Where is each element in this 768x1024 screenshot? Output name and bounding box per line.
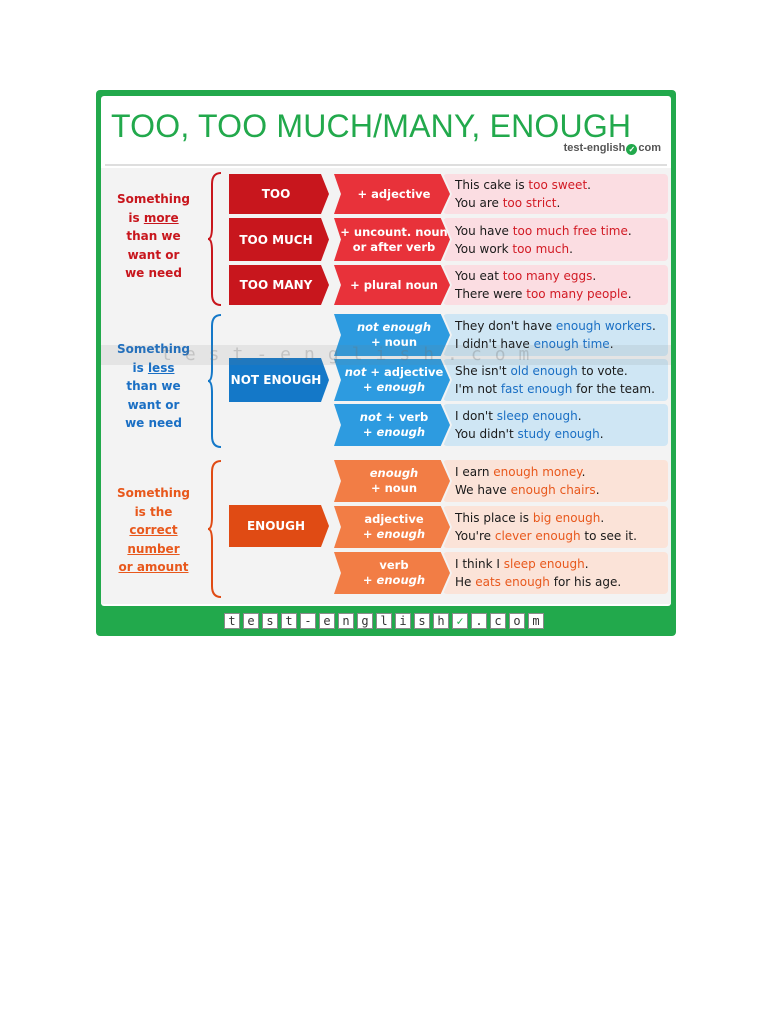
enough-description: Something is the correct number or amoun…: [101, 484, 206, 577]
footer-letter: s: [262, 613, 278, 629]
footer-letter: n: [338, 613, 354, 629]
brace-icon: [207, 314, 222, 448]
highlight: big enough: [532, 511, 601, 525]
pattern-verb-enough: verb + enough: [334, 552, 450, 594]
desc-line: is more: [128, 210, 179, 225]
footer-letter: t: [281, 613, 297, 629]
highlight: old enough: [510, 364, 578, 378]
footer-letter: m: [528, 613, 544, 629]
brand-label-left: test-english: [563, 142, 626, 154]
highlight: enough workers: [555, 319, 653, 333]
keyword-amount: or amount: [118, 560, 189, 574]
desc-line: Something: [116, 342, 191, 356]
highlight: fast enough: [500, 382, 573, 396]
example-box: I think I sleep enough. He eats enough f…: [443, 552, 668, 594]
brand-label-right: com: [638, 142, 661, 154]
check-icon: ✓: [452, 613, 468, 629]
highlight: sleep enough: [503, 557, 585, 571]
not-enough-description: Something is less than we want or we nee…: [101, 340, 206, 433]
footer-letter: o: [509, 613, 525, 629]
pattern-adjective-enough: adjective + enough: [334, 506, 450, 548]
highlight: too sweet: [528, 178, 588, 192]
highlight: eats enough: [475, 575, 550, 589]
desc-line: than we: [126, 229, 181, 243]
category-too-much: TOO MUCH: [229, 218, 329, 261]
category-too: TOO: [229, 174, 329, 214]
desc-line: is less: [132, 360, 175, 375]
footer-letter: s: [414, 613, 430, 629]
footer-letter: l: [376, 613, 392, 629]
brand-label: test-english✓com: [564, 142, 661, 155]
footer-letter: e: [243, 613, 259, 629]
category-too-many: TOO MANY: [229, 265, 329, 305]
keyword-less: less: [147, 360, 175, 375]
enough-section: Something is the correct number or amoun…: [101, 456, 671, 600]
desc-line: want or: [127, 397, 180, 412]
example-box: You have too much free time. You work to…: [443, 218, 668, 261]
too-description: Something is more than we want or we nee…: [101, 190, 206, 283]
pattern-not-adjective-enough: not + adjective + enough: [334, 359, 450, 401]
example-box: You eat too many eggs. There were too ma…: [443, 265, 668, 305]
highlight: too much: [512, 241, 570, 256]
example-box: She isn't old enough to vote. I'm not fa…: [443, 359, 668, 401]
brace-icon: [207, 172, 222, 306]
infographic-panel: TOO, TOO MUCH/MANY, ENOUGH test-english✓…: [101, 96, 671, 606]
check-icon: ✓: [626, 144, 638, 155]
infographic-card: TOO, TOO MUCH/MANY, ENOUGH test-english✓…: [96, 90, 676, 636]
desc-line: want or: [127, 247, 180, 262]
highlight: enough money: [493, 465, 582, 479]
keyword-number: number: [127, 541, 180, 556]
pattern-enough-noun: enough + noun: [334, 460, 450, 502]
desc-line: than we: [126, 379, 181, 393]
footer-letter: g: [357, 613, 373, 629]
desc-line: Something: [116, 192, 191, 206]
pattern-plural-noun: + plural noun: [334, 265, 450, 305]
highlight: too many eggs: [502, 269, 593, 283]
example-box: They don't have enough workers. I didn't…: [443, 314, 668, 356]
highlight: sleep enough: [496, 409, 578, 423]
brace-icon: [207, 460, 222, 598]
grammar-table: Something is more than we want or we nee…: [101, 168, 671, 604]
desc-line: we need: [125, 416, 182, 430]
highlight: study enough: [517, 427, 600, 441]
example-box: This place is big enough. You're clever …: [443, 506, 668, 548]
highlight: too many people: [526, 287, 628, 301]
page-title: TOO, TOO MUCH/MANY, ENOUGH: [111, 108, 632, 144]
footer-letter: .: [471, 613, 487, 629]
footer-letter: t: [224, 613, 240, 629]
footer-letter: c: [490, 613, 506, 629]
highlight: too strict: [502, 196, 557, 210]
keyword-correct: correct: [129, 523, 178, 537]
footer-letter: h: [433, 613, 449, 629]
pattern-not-verb-enough: not + verb + enough: [334, 404, 450, 446]
category-enough: ENOUGH: [229, 505, 329, 547]
not-enough-section: Something is less than we want or we nee…: [101, 310, 671, 450]
pattern-not-enough-noun: not enough + noun: [334, 314, 450, 356]
desc-line: Something: [116, 486, 191, 500]
highlight: too much free time: [512, 223, 628, 238]
keyword-more: more: [143, 210, 179, 225]
example-box: This cake is too sweet. You are too stri…: [443, 174, 668, 214]
category-not-enough: NOT ENOUGH: [229, 358, 329, 402]
title-divider: [105, 164, 667, 166]
footer-letter: i: [395, 613, 411, 629]
footer-letter: e: [319, 613, 335, 629]
desc-line: we need: [125, 266, 182, 280]
highlight: clever enough: [494, 529, 581, 543]
example-box: I earn enough money. We have enough chai…: [443, 460, 668, 502]
example-box: I don't sleep enough. You didn't study e…: [443, 404, 668, 446]
highlight: enough chairs: [510, 483, 596, 497]
desc-line: is the: [134, 504, 173, 519]
too-section: Something is more than we want or we nee…: [101, 168, 671, 308]
footer-letter: -: [300, 613, 316, 629]
highlight: enough time: [533, 337, 610, 351]
pattern-adjective: + adjective: [334, 174, 450, 214]
